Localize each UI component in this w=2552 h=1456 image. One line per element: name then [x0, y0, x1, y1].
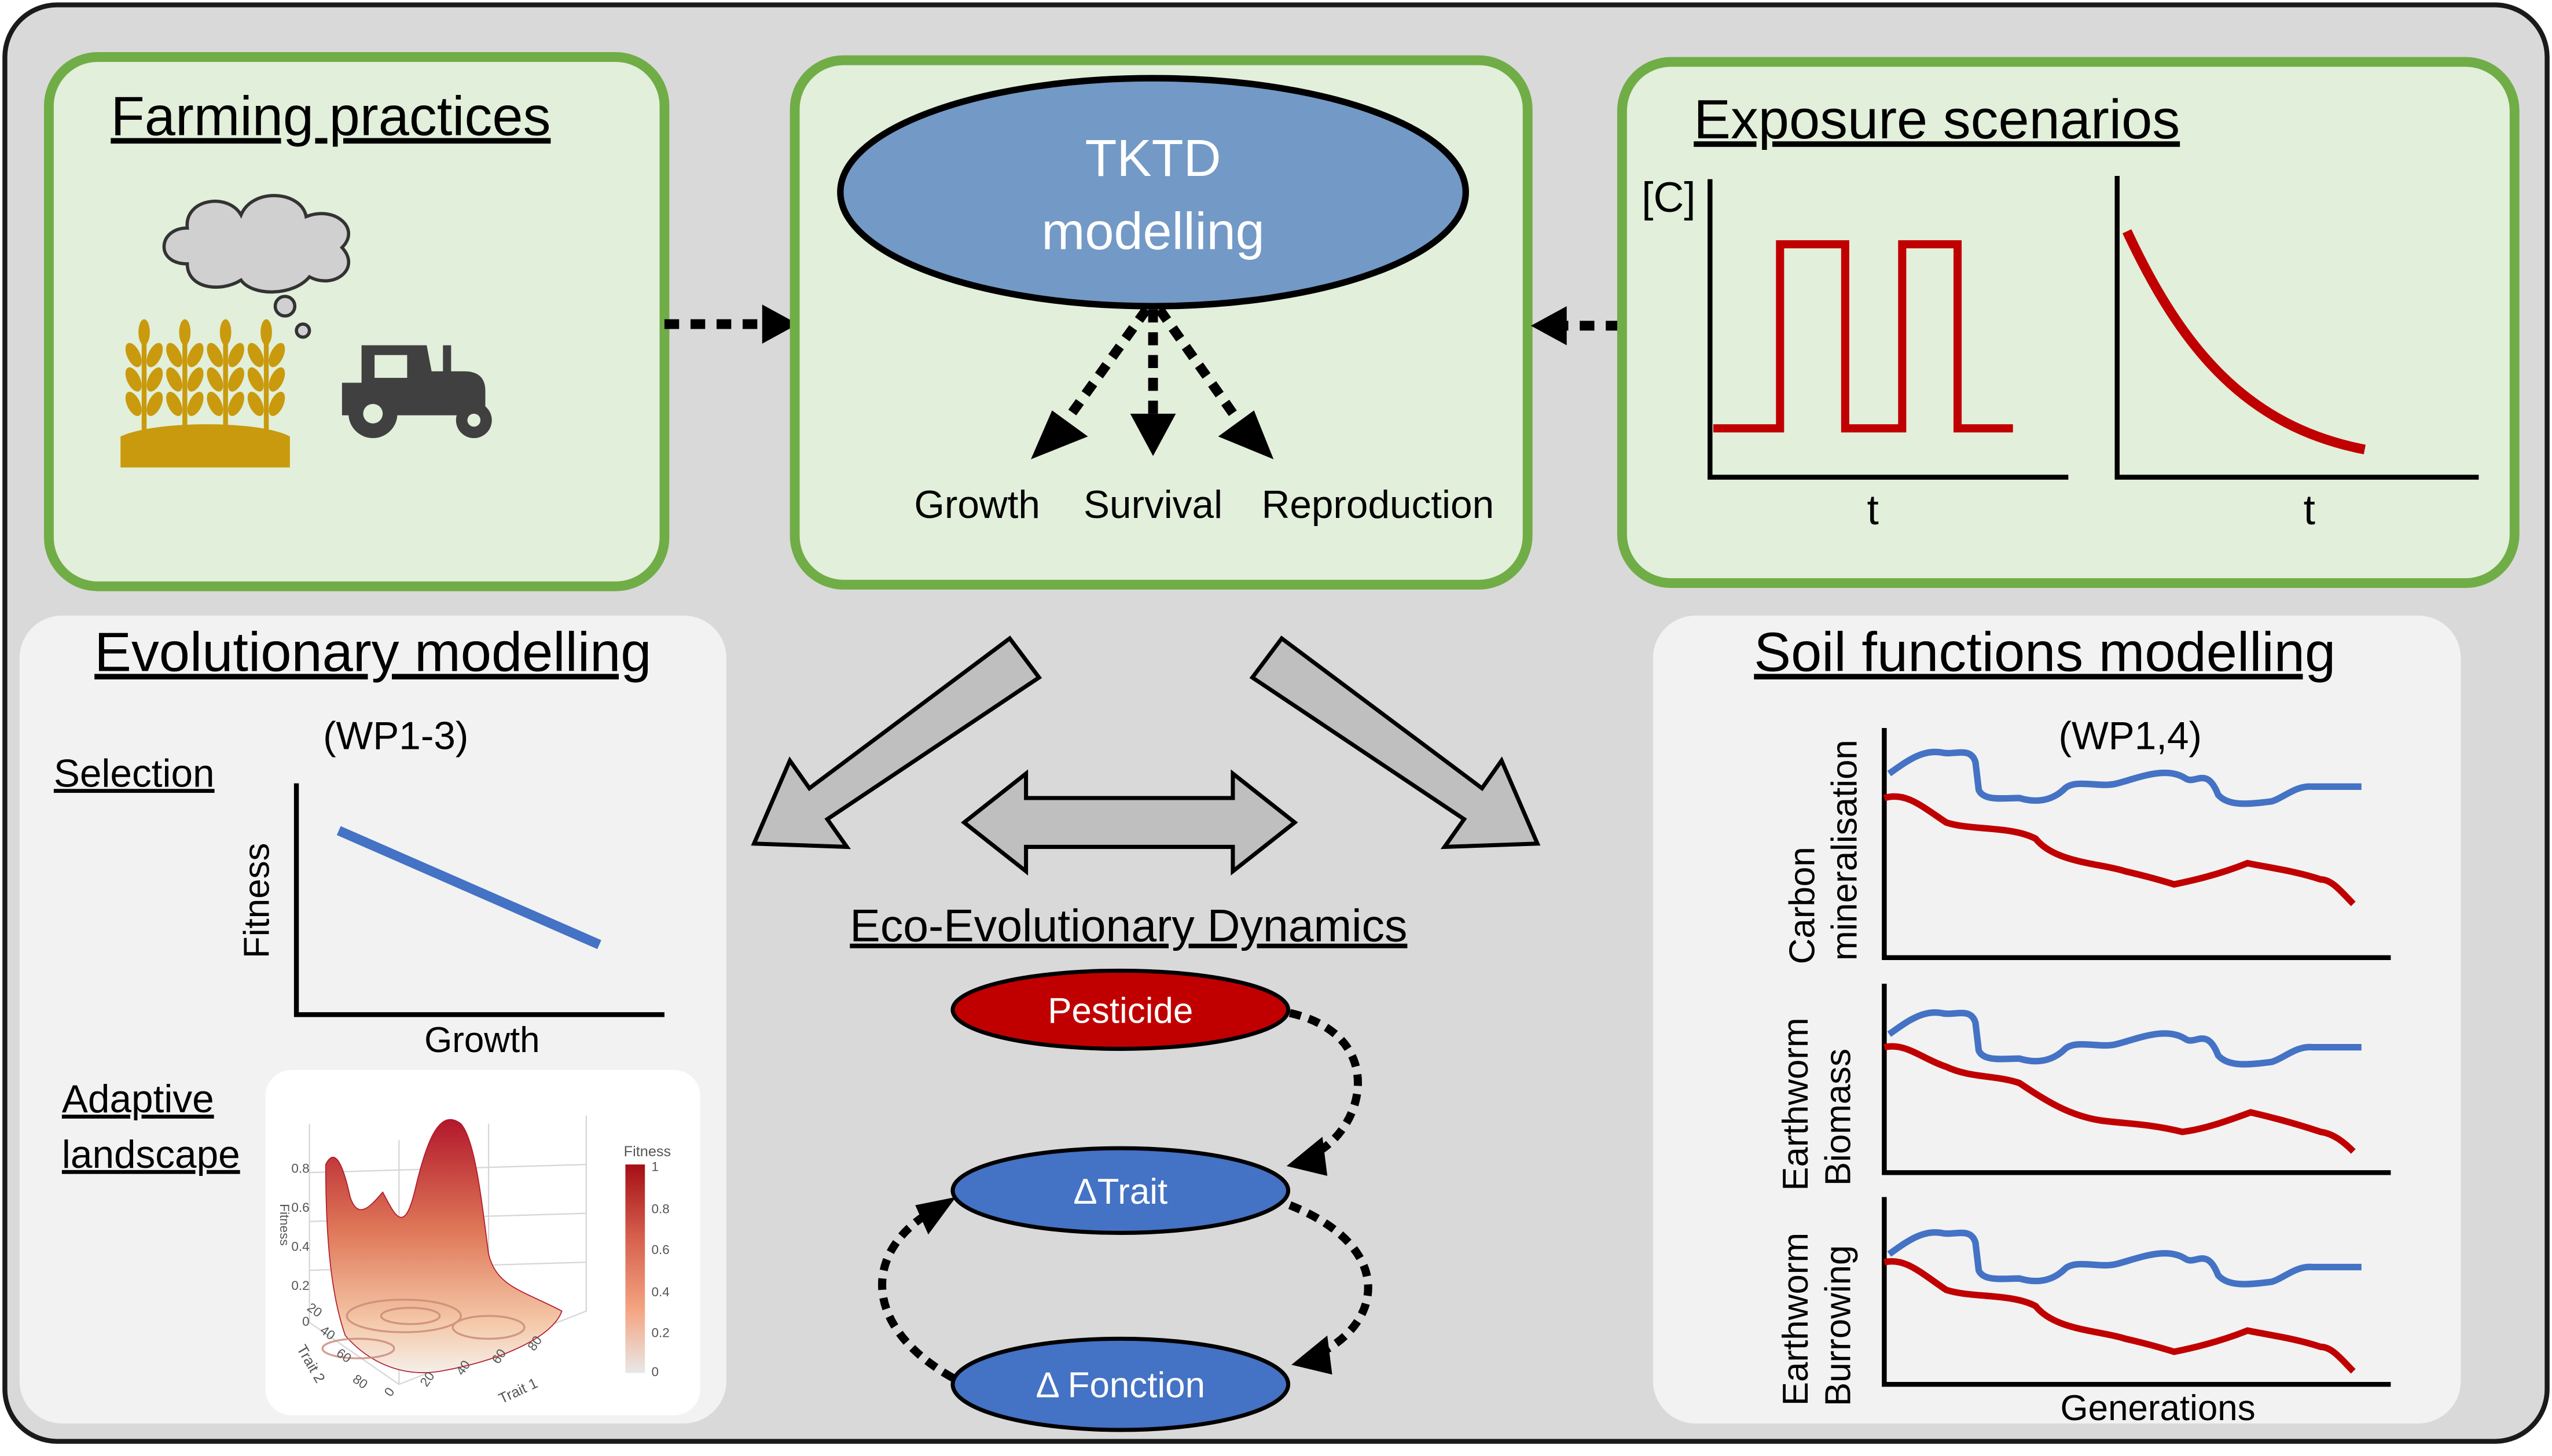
exposure-axes-1	[1708, 179, 2069, 480]
exposure-to-tktd-arrowhead	[1530, 306, 1567, 345]
pesticide-label: Pesticide	[1048, 991, 1193, 1031]
adaptive-landscape-plot: 0.8 0.6 0.4 0.2 0 Fitness 20 40 60 80 0 …	[265, 1070, 700, 1415]
colorbar-tick-3: 0.4	[651, 1285, 669, 1299]
farming-title: Farming practices	[111, 86, 550, 148]
adaptive-label-line1: Adaptive	[62, 1078, 214, 1121]
carbon-red-line	[1883, 793, 2356, 906]
colorbar-tick-2: 0.6	[651, 1242, 669, 1257]
arrowhead-trait-fonction	[1291, 1335, 1332, 1375]
growth-axis-label: Growth	[424, 1020, 539, 1060]
colorbar-tick-4: 0.2	[651, 1326, 669, 1340]
exposure-x-label-2: t	[2304, 486, 2315, 534]
z-tick-3: 0.2	[291, 1278, 309, 1293]
soil-panel1-line1: Carbon	[1782, 847, 1822, 964]
z-tick-1: 0.6	[291, 1200, 309, 1215]
evolutionary-panel: Evolutionary modelling (WP1-3) Selection…	[19, 615, 726, 1424]
cloud-icon	[162, 194, 351, 339]
selection-fitness-line	[336, 826, 601, 950]
big-arrow-left	[751, 635, 1042, 850]
z-tick-0: 0.8	[291, 1161, 309, 1175]
arrowhead-fonction-trait	[915, 1197, 956, 1235]
colorbar-tick-1: 0.8	[651, 1202, 669, 1216]
soil-panel2-line2: Biomass	[1818, 1049, 1858, 1186]
tktd-ellipse-line1: TKTD	[1085, 129, 1221, 187]
burrowing-blue-line	[1887, 1229, 2362, 1288]
biomass-red-line	[1883, 1043, 2356, 1154]
big-arrow-right	[1249, 635, 1541, 850]
colorbar-tick-5: 0	[651, 1365, 659, 1379]
arrowhead-reproduction	[1218, 410, 1274, 459]
soil-panel1-line2: mineralisation	[1825, 740, 1865, 961]
arrowhead-survival	[1130, 413, 1176, 457]
fonction-node	[950, 1336, 1291, 1432]
arrowhead-growth	[1031, 410, 1088, 459]
z-axis-label: Fitness	[277, 1204, 292, 1246]
burrowing-red-line	[1883, 1258, 2356, 1374]
tktd-ellipse-line2: modelling	[1041, 203, 1264, 261]
colorbar	[625, 1164, 645, 1373]
exposure-x-label-1: t	[1867, 486, 1879, 534]
fitness-surface	[325, 1119, 563, 1373]
tktd-output-survival: Survival	[1084, 483, 1222, 527]
generations-label: Generations	[2061, 1388, 2256, 1428]
surface-contours	[321, 1299, 526, 1359]
soil-panel: Soil functions modelling (WP1,4) Carbon …	[1653, 615, 2461, 1428]
colorbar-tick-0: 1	[651, 1159, 659, 1174]
eco-evo-title: Eco-Evolutionary Dynamics	[850, 900, 1407, 951]
pulse-exposure-line	[1713, 240, 2013, 433]
exposure-title: Exposure scenarios	[1694, 89, 2180, 150]
soil-wp: (WP1,4)	[2058, 715, 2202, 758]
biomass-blue-line	[1887, 1009, 2362, 1068]
carbon-blue-line	[1887, 748, 2362, 807]
z-tick-2: 0.4	[291, 1239, 309, 1253]
trait-to-fonction-arrow	[1288, 1201, 1372, 1356]
tractor-icon	[342, 345, 492, 439]
exposure-scenarios-panel: Exposure scenarios [C] t t	[1617, 57, 2520, 588]
tktd-ellipse	[837, 75, 1469, 310]
farming-to-tktd-arrowhead	[762, 304, 798, 344]
fonction-to-trait-arrow	[878, 1209, 955, 1382]
tktd-output-reproduction: Reproduction	[1262, 483, 1495, 527]
selection-axes	[293, 783, 664, 1017]
soil-axes-1	[1882, 728, 2391, 961]
soil-title: Soil functions modelling	[1754, 621, 2336, 683]
soil-panel3-line1: Earthworm	[1776, 1233, 1816, 1406]
tktd-panel: TKTD modelling Growth Survival Reproduct…	[790, 55, 1533, 590]
eco-evo-cycle: Eco-Evolutionary Dynamics Pesticide ΔTra…	[850, 900, 1407, 1432]
selection-label: Selection	[54, 752, 215, 795]
arrowhead-pesticide-trait	[1286, 1137, 1328, 1176]
evolutionary-wp: (WP1-3)	[323, 715, 468, 758]
colorbar-title: Fitness	[624, 1144, 671, 1160]
fonction-label: Δ Fonction	[1036, 1366, 1205, 1406]
pesticide-to-trait-arrow	[1288, 1009, 1363, 1157]
pesticide-node	[950, 968, 1291, 1051]
decay-exposure-line	[2122, 229, 2366, 455]
adaptive-label-line2: landscape	[62, 1133, 240, 1176]
exposure-y-label: [C]	[1642, 174, 1695, 221]
soil-panel2-line1: Earthworm	[1776, 1017, 1816, 1190]
trait-label: ΔTrait	[1073, 1172, 1167, 1212]
fitness-axis-label: Fitness	[237, 843, 277, 959]
evolutionary-title: Evolutionary modelling	[94, 621, 651, 683]
tktd-output-growth: Growth	[914, 483, 1040, 527]
trait-node	[950, 1146, 1291, 1235]
double-arrow	[961, 769, 1298, 876]
tktd-output-arrows	[1063, 306, 1242, 424]
z-tick-4: 0	[302, 1314, 310, 1329]
farming-practices-panel: Farming practices	[43, 52, 670, 591]
wheat-field-icon	[120, 319, 290, 468]
soil-panel3-line2: Burrowing	[1818, 1245, 1858, 1407]
exposure-axes-2	[2114, 175, 2479, 480]
